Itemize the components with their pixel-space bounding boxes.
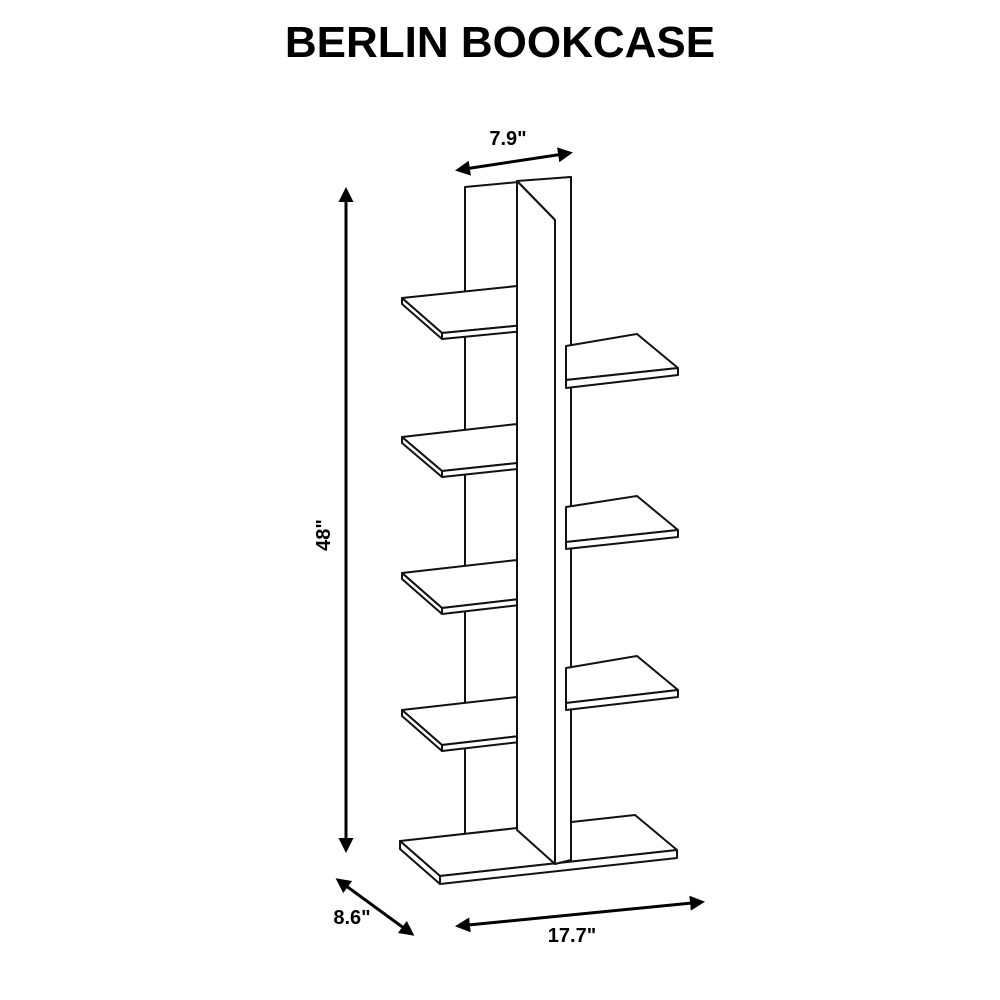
center-spine — [516, 176, 572, 865]
width-dimension: 17.7" — [455, 895, 705, 947]
height-label: 48" — [313, 519, 335, 551]
depth-label: 8.6" — [333, 907, 370, 929]
right-shelf-2 — [565, 495, 679, 550]
top-width-label: 7.9" — [489, 128, 526, 150]
depth-dimension: 8.6" — [333, 878, 415, 936]
page-title: BERLIN BOOKCASE — [284, 18, 716, 67]
right-shelf-1 — [565, 333, 679, 389]
right-shelf-3 — [565, 655, 679, 711]
width-label: 17.7" — [548, 925, 596, 947]
height-dimension: 48" — [313, 187, 354, 853]
top-width-dimension: 7.9" — [455, 128, 573, 176]
